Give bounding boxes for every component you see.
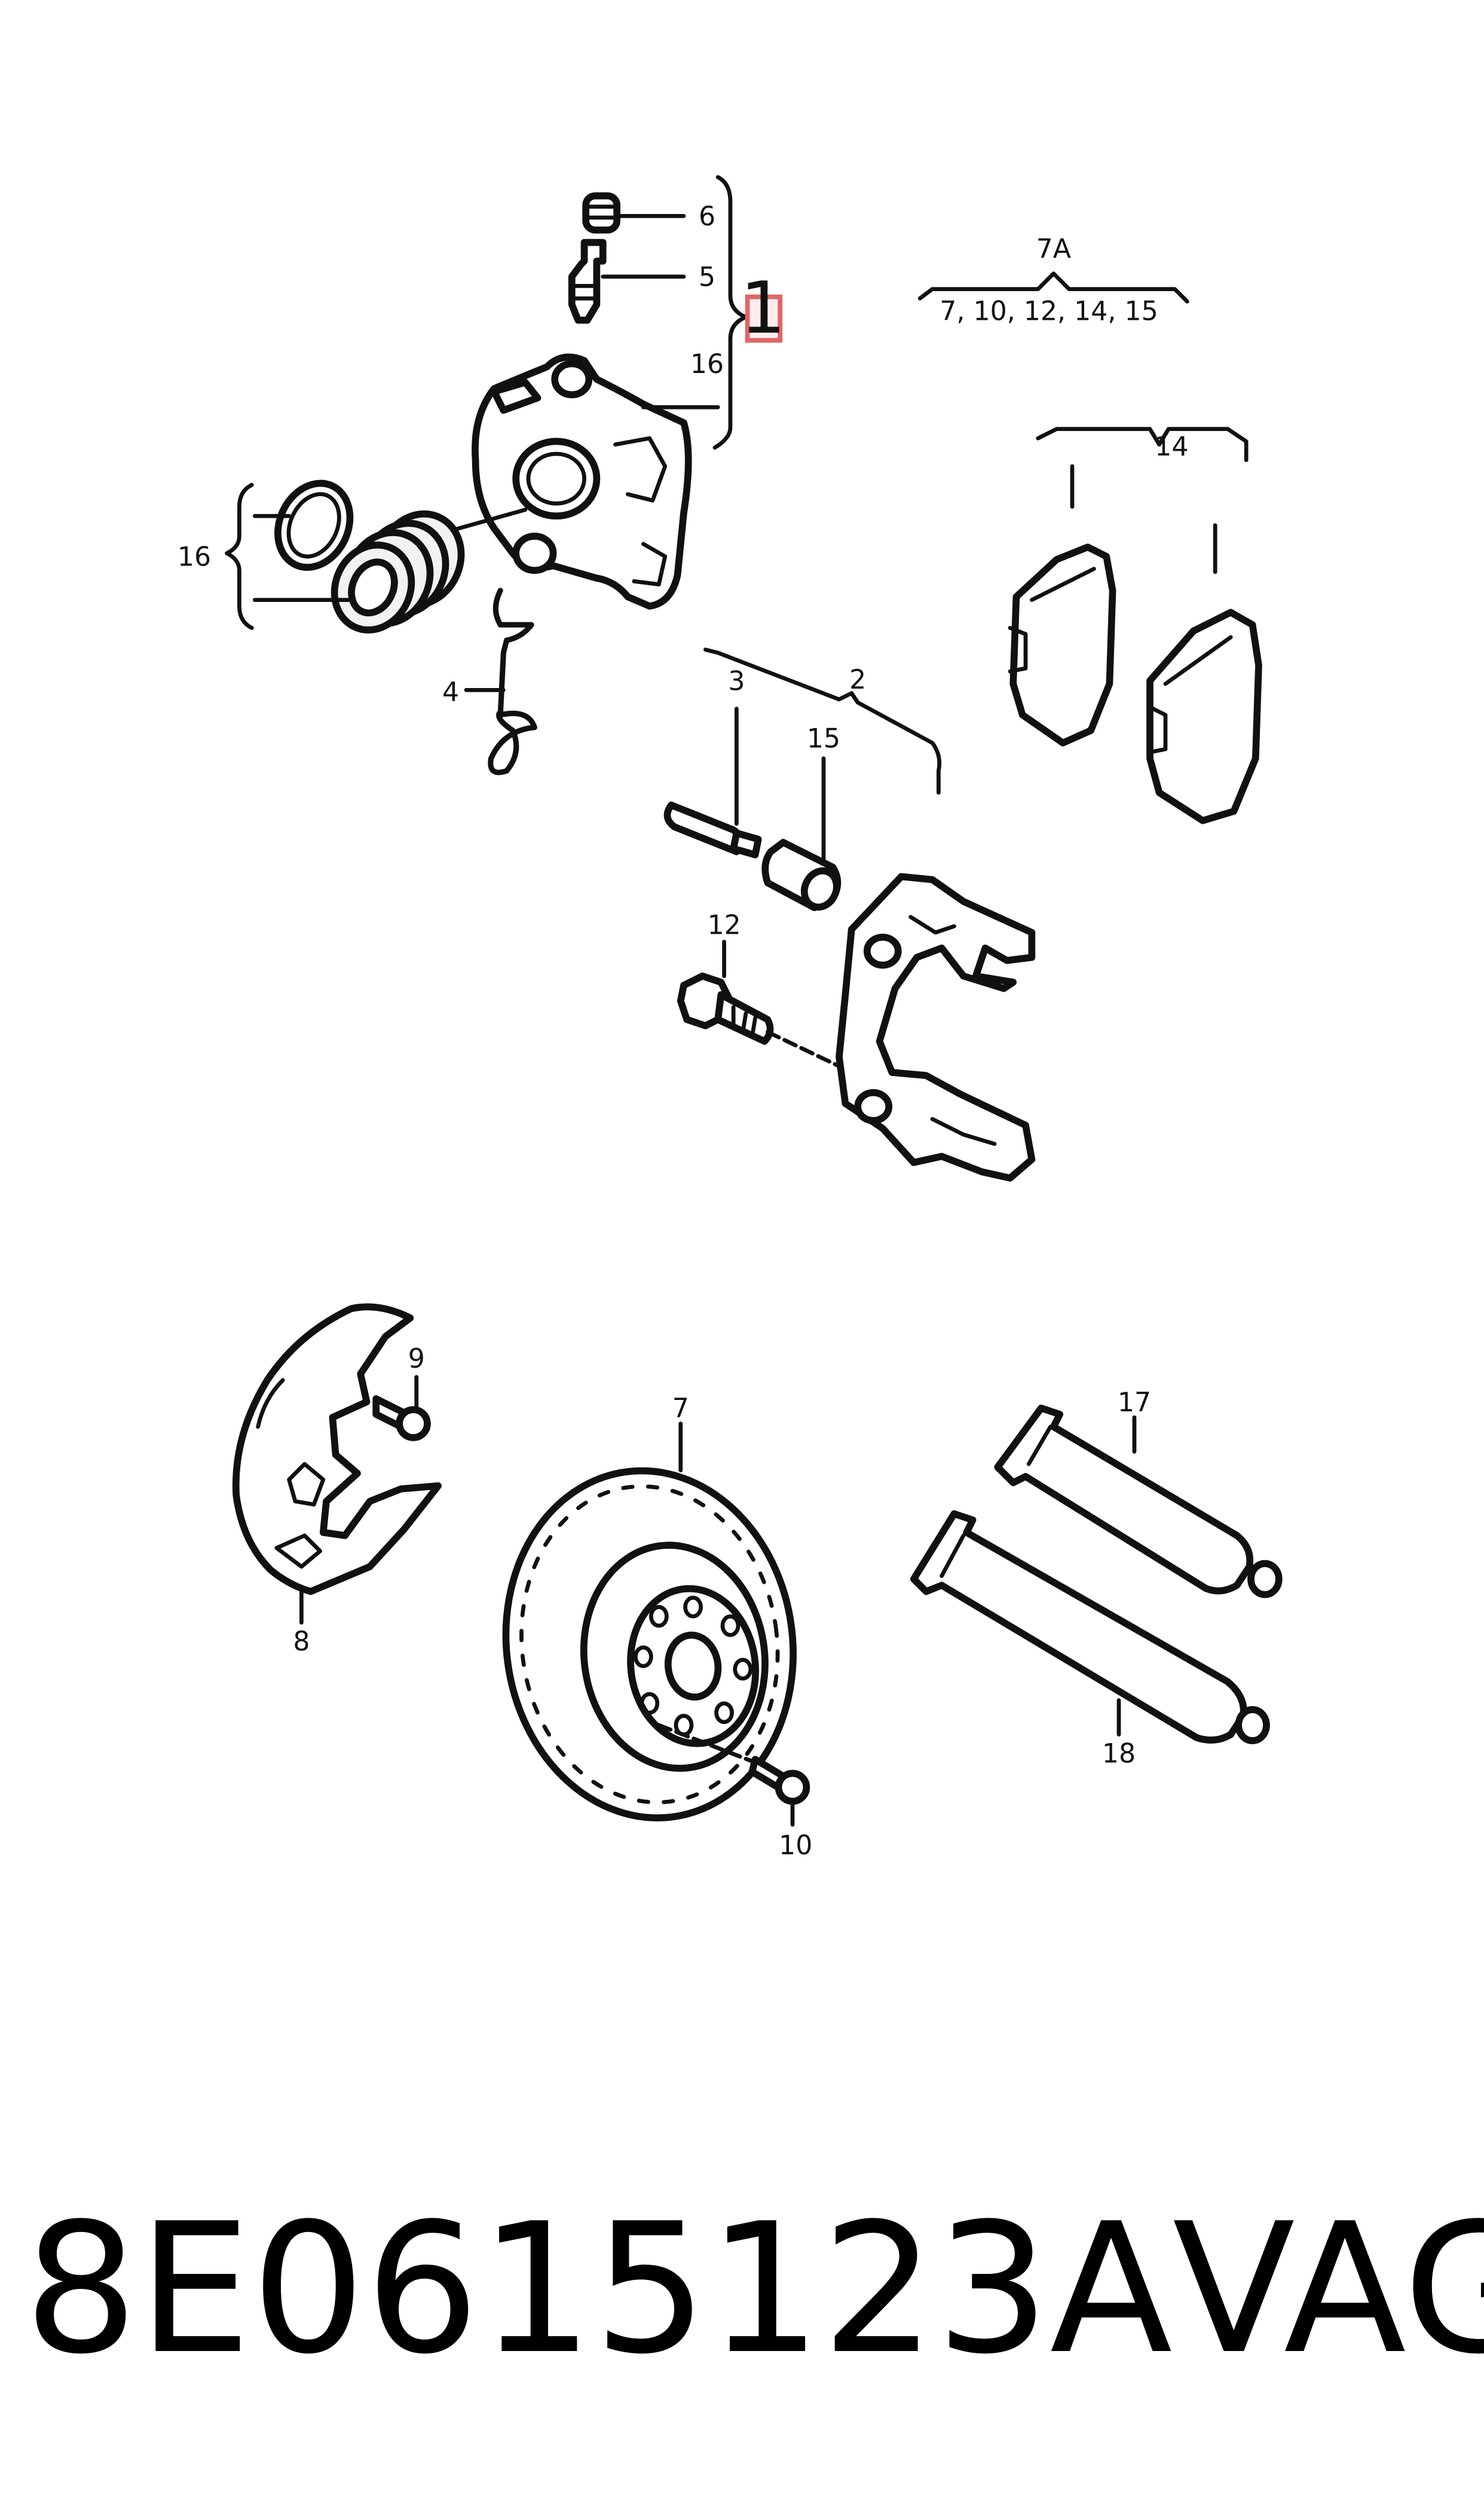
part-10-disc-screw: 10 <box>657 1723 812 1861</box>
part-17-grease-tube: 17 <box>994 1387 1283 1598</box>
label-12: 12 <box>707 910 741 941</box>
brand-name: VAG <box>1172 2185 1484 2393</box>
part-6-bleeder-cap: 6 <box>582 192 715 234</box>
label-7a: 7A <box>1036 234 1071 265</box>
part-number: 8E0615123A <box>24 2185 1173 2393</box>
caliper-housing <box>445 353 720 610</box>
label-18: 18 <box>1102 1738 1136 1769</box>
part-15-bushing: 15 <box>761 724 842 912</box>
label-2: 2 <box>849 665 866 695</box>
label-5: 5 <box>699 262 715 292</box>
label-7a-list: 7, 10, 12, 14, 15 <box>940 296 1158 327</box>
label-4: 4 <box>442 677 459 708</box>
label-15: 15 <box>807 724 840 754</box>
label-16-seal: 16 <box>178 542 211 572</box>
part-18-grease-tube: 18 <box>910 1510 1270 1769</box>
label-3: 3 <box>728 666 745 696</box>
part-1-highlight <box>745 294 783 343</box>
part-16-seal-kit: 16 <box>178 479 465 634</box>
part-12-carrier-bolt: 12 <box>677 910 842 1068</box>
label-16-caliper: 16 <box>690 349 724 380</box>
part-14-brake-pads: 14 <box>1008 427 1262 824</box>
part-2-carrier: 2 <box>703 647 1036 1182</box>
label-8: 8 <box>293 1627 310 1657</box>
label-7: 7 <box>672 1393 689 1424</box>
bracket-group-1: 1 <box>712 175 786 450</box>
part-9-shield-bolt: 9 <box>372 1344 431 1441</box>
label-10: 10 <box>779 1830 812 1861</box>
label-1: 1 <box>741 267 786 350</box>
group-7a: 7A 7, 10, 12, 14, 15 <box>917 234 1189 327</box>
part-8-splash-shield: 8 <box>232 1303 442 1657</box>
label-9: 9 <box>408 1344 425 1374</box>
footer-caption: 8E0615123A VAG <box>24 2182 1484 2397</box>
part-4-spring-clip: 4 <box>442 588 537 775</box>
label-14: 14 <box>1155 432 1188 462</box>
label-17: 17 <box>1118 1387 1151 1418</box>
part-7-brake-disc: 7 <box>502 1393 797 1821</box>
label-6: 6 <box>699 201 715 232</box>
dust-boot <box>331 510 465 634</box>
part-5-bleeder-screw: 5 <box>568 239 715 324</box>
part-3-guide-pin: 3 <box>663 666 762 858</box>
